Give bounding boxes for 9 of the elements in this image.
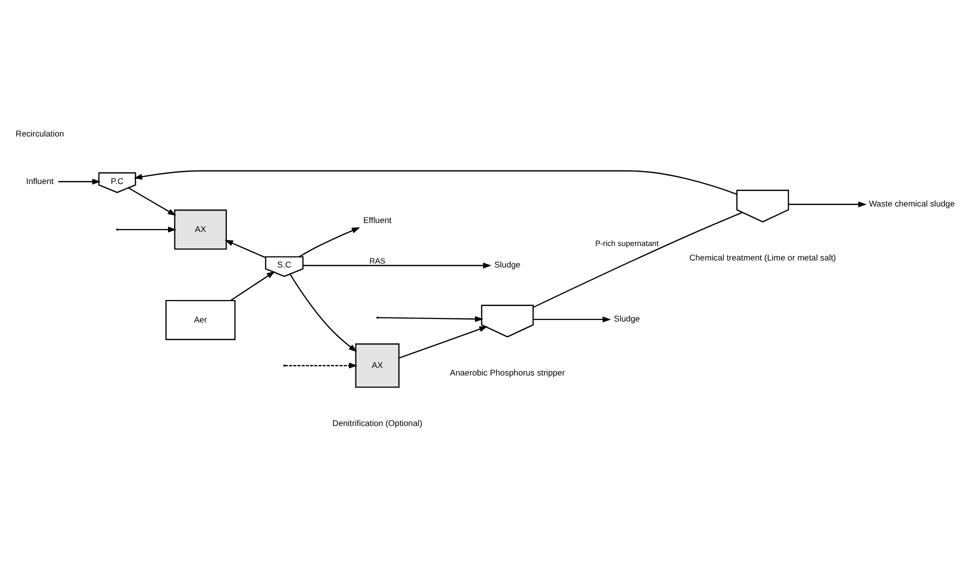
node-label: Denitrification (Optional) [332,417,422,428]
node-label: Chemical treatment (Lime or metal salt) [688,252,836,262]
node-text: Influent [26,175,54,186]
label: Recirculation [15,128,64,138]
node-label: Anaerobic Phosphorus stripper [449,367,564,378]
node-text: Sludge [494,259,520,270]
node-text: Sludge [613,313,640,324]
node-text: Effluent [362,214,391,224]
node-text: Waste chemical sludge [868,198,954,208]
